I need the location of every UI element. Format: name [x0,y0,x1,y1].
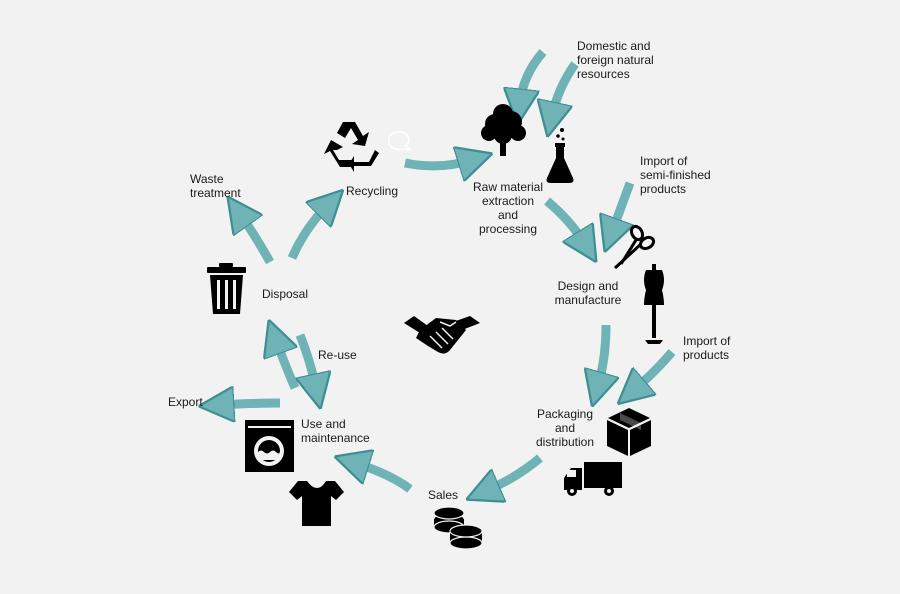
label-import-products: Import of products [683,334,731,362]
arrow-resources-left [520,49,547,103]
arrow-design-to-packaging [598,324,606,386]
flask-icon [546,128,574,183]
label-export: Export [168,395,203,409]
arrow-use-to-disposal [276,340,300,390]
arrow-raw-to-design [544,197,585,244]
label-recycling: Recycling [346,184,399,198]
label-domestic-resources: Domestic and foreign natural resources [577,39,654,81]
label-waste-treatment: Waste treatment [190,172,241,200]
label-raw-material: Raw material extraction and processing [472,180,544,236]
label-use-maintenance: Use and maintenance [301,417,370,445]
washing-machine-icon [245,420,294,472]
handshake-icon [404,316,480,354]
flow-arrows [220,49,676,493]
label-sales: Sales [428,488,459,502]
label-reuse: Re-use [318,348,357,362]
box-icon [607,408,651,456]
arrow-reuse [300,333,316,388]
label-import-semi-finished: Import of semi-finished products [640,154,711,196]
arrow-distribution-to-sales [486,454,543,491]
label-disposal: Disposal [262,287,309,301]
tree-icon [481,104,526,156]
arrow-disposal-to-recycling [287,205,328,260]
arrow-sales-to-use [355,463,413,493]
arrow-import-products [634,349,676,390]
trash-can-icon [207,263,246,314]
speech-bubble-icon [388,130,412,151]
coins-icon [433,506,483,550]
arrow-resources-right [552,61,579,116]
arrow-recycling-to-raw [404,160,472,166]
dress-form-icon [644,264,664,344]
truck-icon [564,462,622,496]
label-packaging-distribution: Packaging and distribution [535,407,595,449]
tshirt-icon [289,481,344,526]
label-design-manufacture: Design and manufacture [554,279,622,307]
arrow-use-to-export [220,403,281,405]
recycle-icon [324,122,379,172]
arrow-disposal-to-waste [240,214,274,265]
scissors-icon [613,224,656,270]
arrow-import-semi [612,181,635,232]
